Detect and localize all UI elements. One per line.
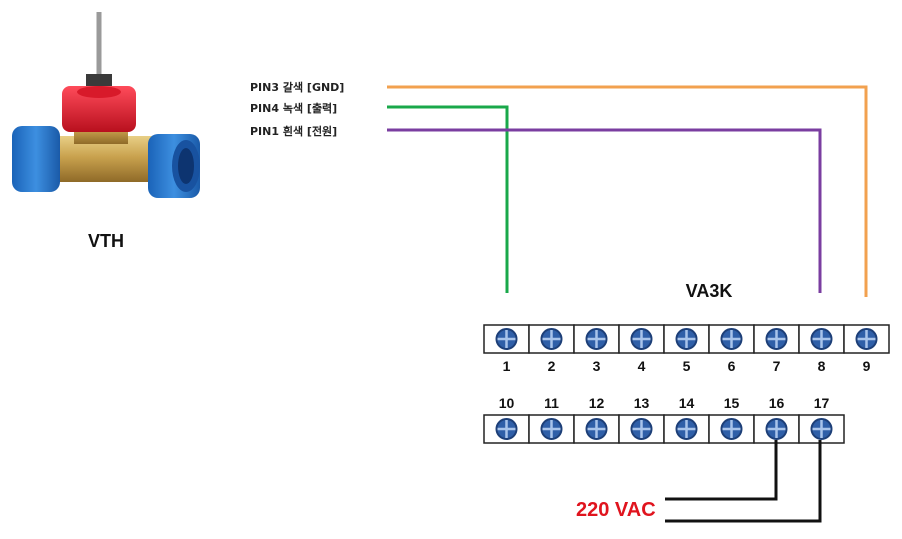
terminal-number: 4: [638, 358, 646, 374]
terminal-number: 14: [679, 395, 695, 411]
power-wire-17: [665, 440, 822, 523]
sensor-name: VTH: [88, 231, 124, 251]
terminal-11: 11: [528, 395, 575, 444]
terminal-number: 11: [544, 395, 559, 411]
wire-gnd: [387, 85, 868, 297]
terminal-number: 17: [814, 395, 830, 411]
terminal-8: 8: [798, 324, 845, 374]
terminal-7: 7: [753, 324, 800, 374]
terminal-5: 5: [663, 324, 710, 374]
terminal-strip-bottom: 10 11 12 13 14 15 16 17: [483, 395, 845, 444]
vth-sensor-image: [12, 12, 200, 198]
terminal-14: 14: [663, 395, 710, 444]
terminal-number: 6: [728, 358, 736, 374]
power-wires: [665, 440, 822, 523]
terminal-9: 9: [843, 324, 890, 374]
terminal-2: 2: [528, 324, 575, 374]
power-wire-16: [665, 440, 778, 501]
pin-label-gnd: PIN3 갈색 [GND]: [250, 80, 344, 94]
terminal-number: 16: [769, 395, 785, 411]
terminal-number: 7: [773, 358, 781, 374]
terminal-number: 1: [503, 358, 511, 374]
terminal-number: 9: [863, 358, 871, 374]
pin-label-power: PIN1 흰색 [전원]: [250, 124, 337, 138]
terminal-1: 1: [483, 324, 530, 374]
wire-output: [387, 105, 509, 293]
terminal-number: 8: [818, 358, 826, 374]
terminal-number: 15: [724, 395, 740, 411]
pin-label-output: PIN4 녹색 [출력]: [250, 101, 337, 115]
wire-power: [387, 128, 822, 293]
terminal-6: 6: [708, 324, 755, 374]
terminal-number: 2: [548, 358, 556, 374]
terminal-10: 10: [483, 395, 530, 444]
terminal-17: 17: [798, 395, 845, 444]
controller-name: VA3K: [686, 281, 733, 301]
sensor-red-cap-top: [77, 86, 121, 98]
terminal-number: 12: [589, 395, 605, 411]
pin-labels: PIN3 갈색 [GND] PIN4 녹색 [출력] PIN1 흰색 [전원]: [250, 80, 344, 138]
terminal-12: 12: [573, 395, 620, 444]
terminal-number: 5: [683, 358, 691, 374]
terminal-4: 4: [618, 324, 665, 374]
power-label: 220 VAC: [576, 499, 656, 521]
terminal-number: 13: [634, 395, 650, 411]
terminal-16: 16: [753, 395, 800, 444]
terminal-15: 15: [708, 395, 755, 444]
terminal-13: 13: [618, 395, 665, 444]
sensor-cable-gland: [86, 74, 112, 88]
terminal-strip-top: 1 2 3 4 5 6 7 8 9: [483, 324, 890, 374]
terminal-number: 3: [593, 358, 601, 374]
terminal-number: 10: [499, 395, 515, 411]
signal-wires: [387, 85, 868, 297]
sensor-brass-body: [38, 136, 164, 182]
sensor-left-nut: [12, 126, 60, 192]
sensor-red-cap: [62, 86, 136, 132]
terminal-3: 3: [573, 324, 620, 374]
